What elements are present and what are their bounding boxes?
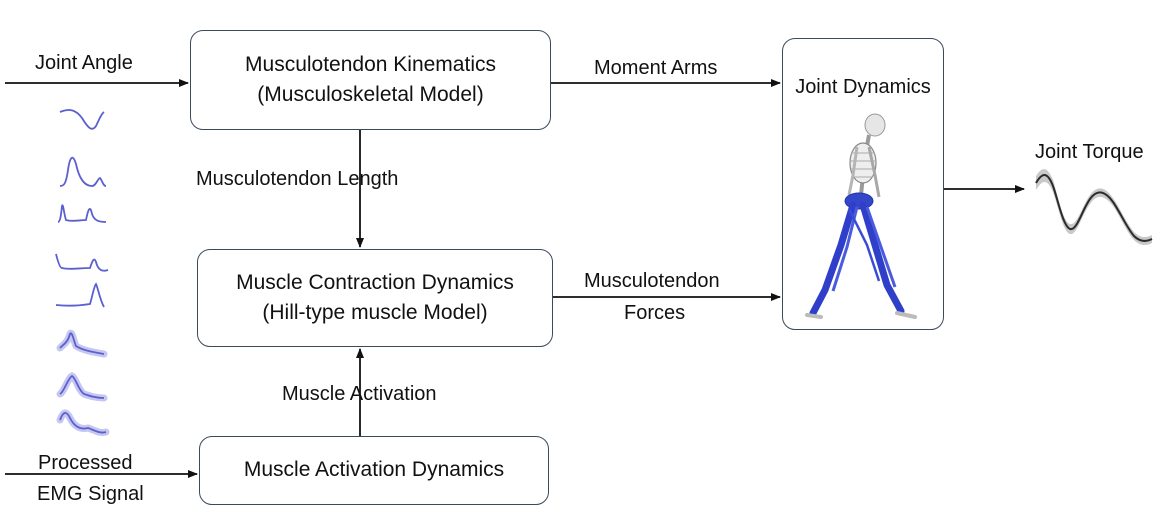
emg-trace [59, 156, 107, 187]
musculotendon-kinematics-box: Musculotendon Kinematics (Musculoskeleta… [190, 30, 551, 130]
emg-trace-band [56, 329, 108, 358]
muscle-activation-dynamics-box: Muscle Activation Dynamics [199, 436, 549, 505]
musculoskeletal-model-subtitle: (Musculoskeletal Model) [257, 83, 484, 106]
joint-dynamics-box: Joint Dynamics [782, 38, 944, 330]
emg-trace [59, 374, 105, 399]
muscle-activation-dynamics-title: Muscle Activation Dynamics [243, 458, 505, 482]
emg-trace [59, 412, 107, 434]
skeleton-leg-left [809, 201, 857, 317]
muscle-contraction-dynamics-title: Muscle Contraction Dynamics [236, 270, 514, 294]
emg-trace [59, 332, 105, 355]
muscle-contraction-dynamics-box: Muscle Contraction Dynamics (Hill-type m… [197, 249, 553, 347]
joint-torque-label: Joint Torque [1035, 141, 1144, 163]
hill-type-model-subtitle: (Hill-type muscle Model) [262, 301, 488, 324]
moment-arms-label: Moment Arms [594, 57, 718, 79]
walking-skeleton-illustration [805, 113, 917, 319]
joint-torque-band [1036, 169, 1152, 245]
emg-trace [55, 282, 105, 308]
musculotendon-forces-label-line2: Forces [624, 302, 686, 324]
emg-trace-band [56, 372, 108, 402]
emg-signal-traces [55, 109, 110, 436]
processed-label: Processed [38, 452, 133, 474]
skeleton-skull [864, 113, 886, 137]
musculotendon-kinematics-title: Musculotendon Kinematics [245, 52, 496, 76]
joint-torque-line [1035, 174, 1153, 242]
musculotendon-length-label: Musculotendon Length [196, 168, 399, 190]
skeleton-leg-right [859, 201, 905, 315]
musculotendon-forces-label-line1: Musculotendon [584, 270, 720, 292]
muscle-activation-label: Muscle Activation [282, 383, 437, 405]
emg-trace [59, 109, 105, 130]
joint-dynamics-title: Joint Dynamics [795, 76, 931, 98]
joint-angle-label: Joint Angle [35, 52, 133, 74]
emg-trace [57, 204, 107, 223]
skeleton-arm [867, 146, 881, 198]
emg-signal-label: EMG Signal [37, 483, 144, 505]
emg-trace [55, 253, 109, 272]
emg-trace-band [56, 409, 110, 436]
joint-torque-plot [1035, 169, 1153, 245]
